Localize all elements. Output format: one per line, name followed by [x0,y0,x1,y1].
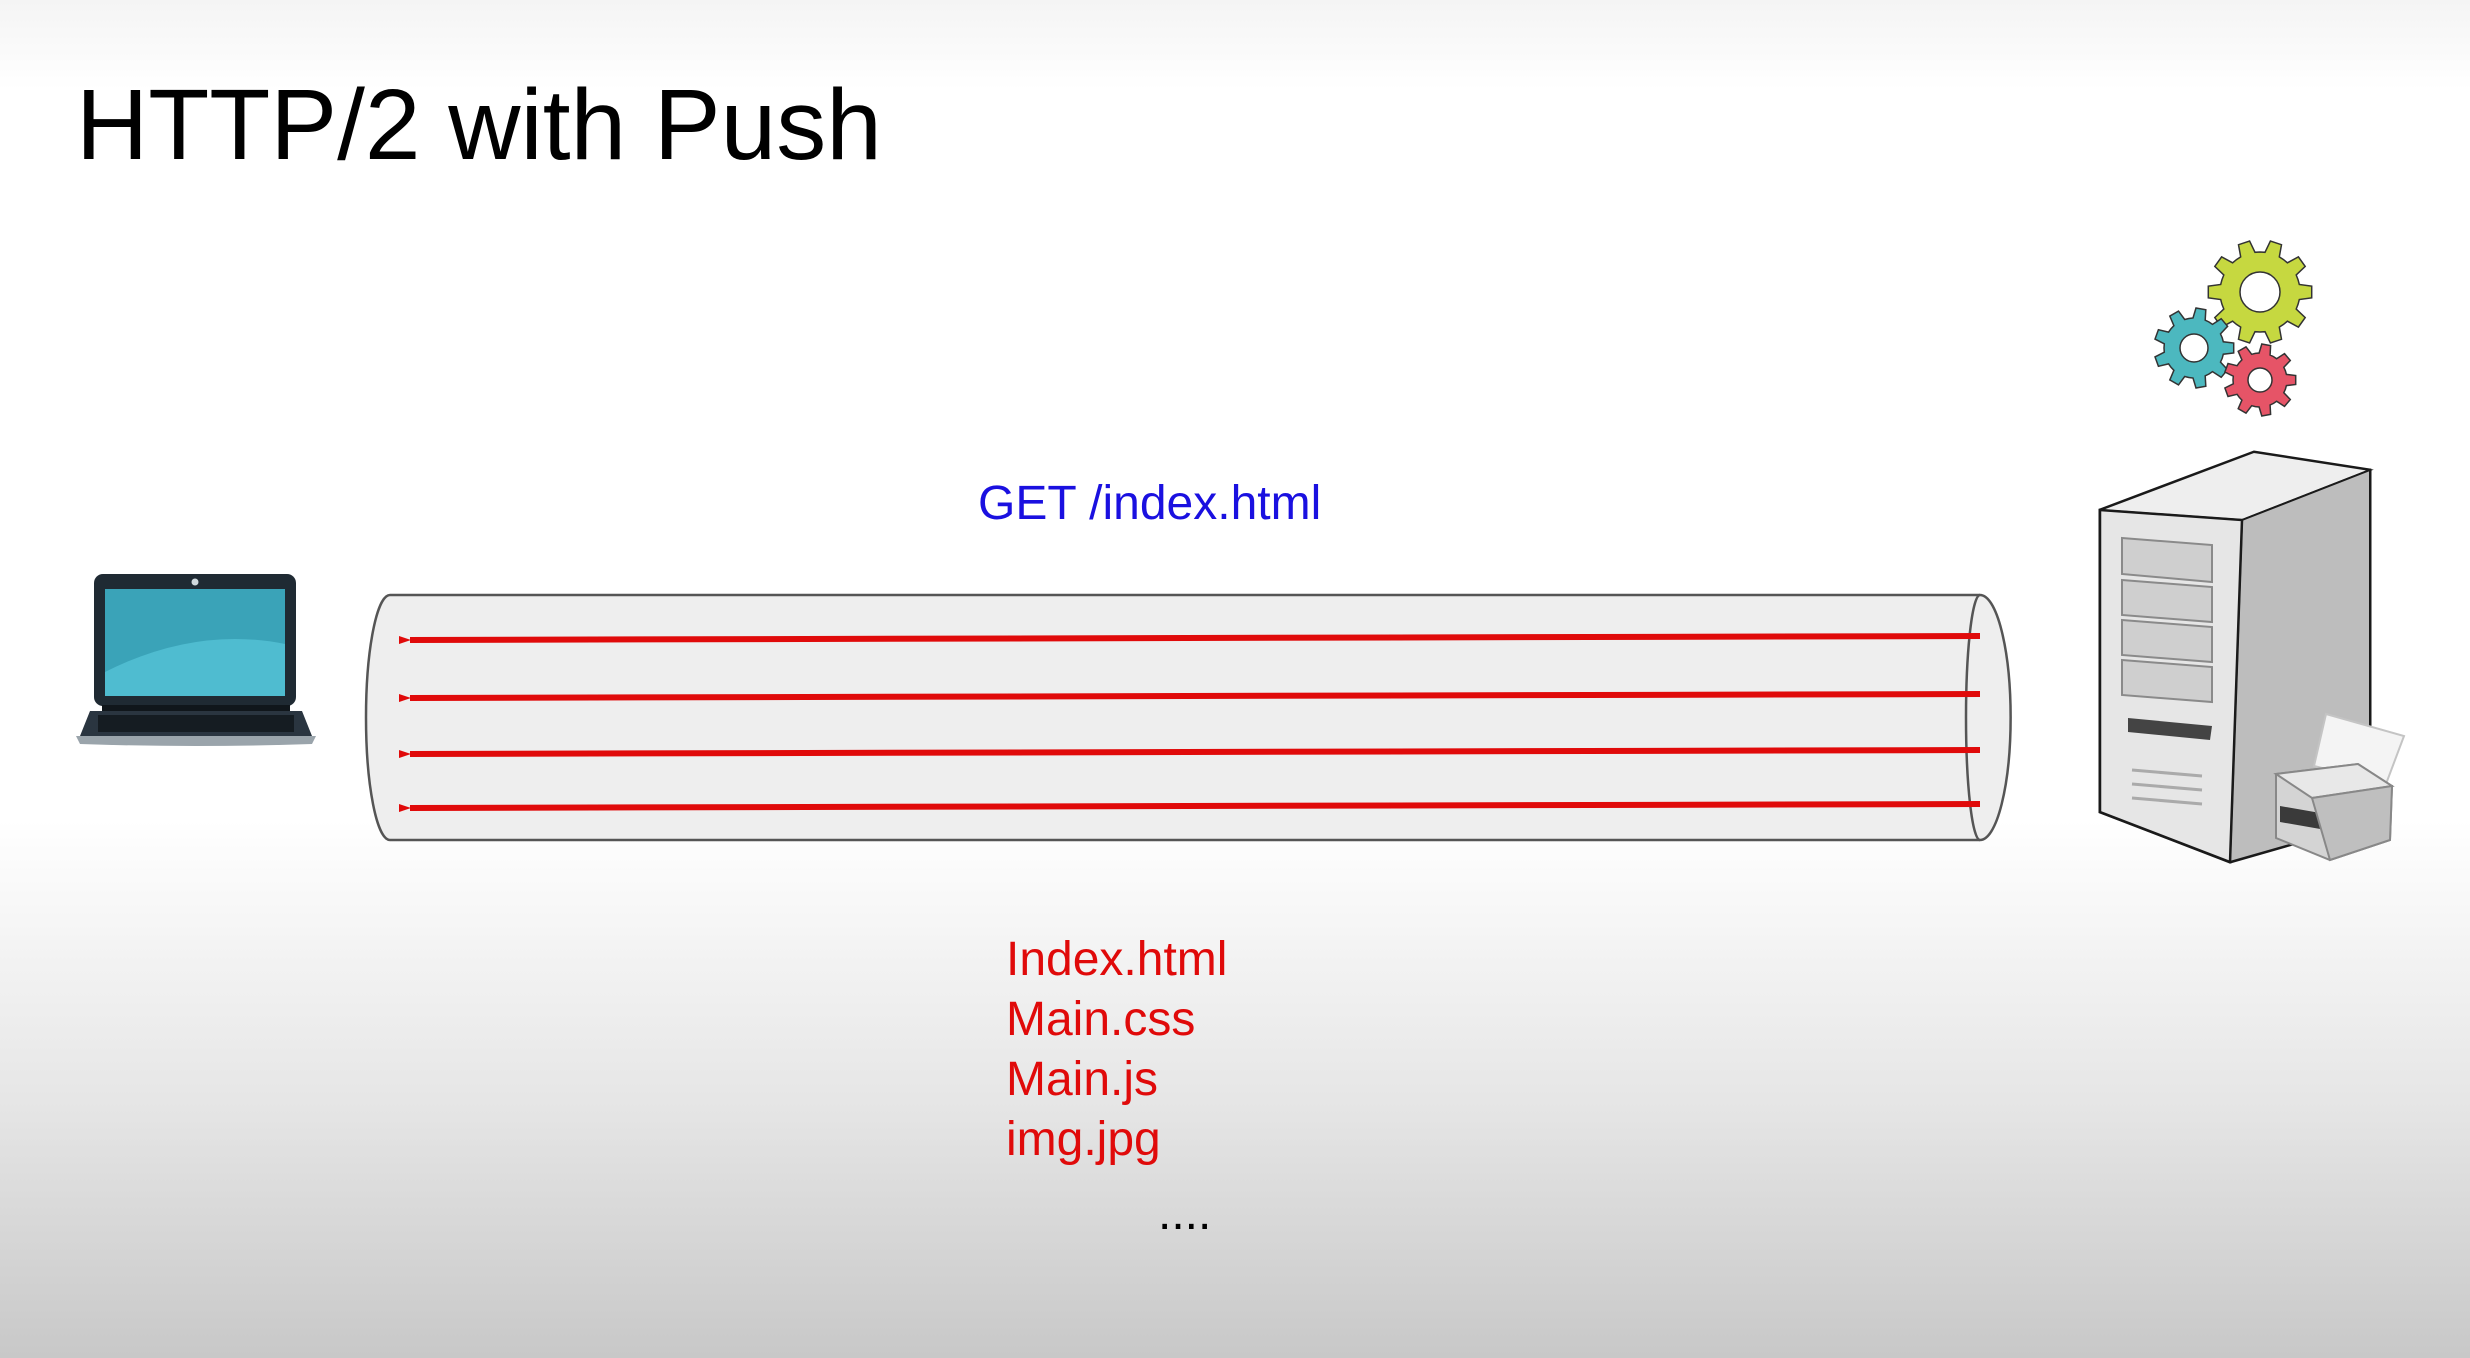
more-files-ellipsis: .... [1158,1187,1212,1240]
push-arrow-2 [398,691,1981,703]
pipe-end-rim [1964,593,1981,842]
http2-connection-pipe [364,593,2012,842]
gears-icon [2154,240,2313,417]
laptop-icon [76,574,316,746]
gear-large-green [2207,240,2313,344]
gear-red [2223,343,2297,417]
response-arrows [398,633,1981,813]
pushed-file-css: Main.css [1006,993,1196,1046]
pushed-file-js: Main.js [1006,1053,1159,1106]
pushed-files-list: Index.html Main.css Main.js img.jpg [1006,930,1227,1170]
pushed-file-index: Index.html [1006,933,1228,986]
request-label: GET /index.html [978,477,1322,530]
push-arrow-4 [398,801,1981,813]
slide-title: HTTP/2 with Push [76,69,882,181]
push-arrow-3 [398,747,1981,759]
pushed-file-img: img.jpg [1006,1113,1161,1166]
push-arrow-1 [398,633,1981,645]
scanner-icon [2273,712,2406,862]
gear-teal [2154,307,2235,389]
